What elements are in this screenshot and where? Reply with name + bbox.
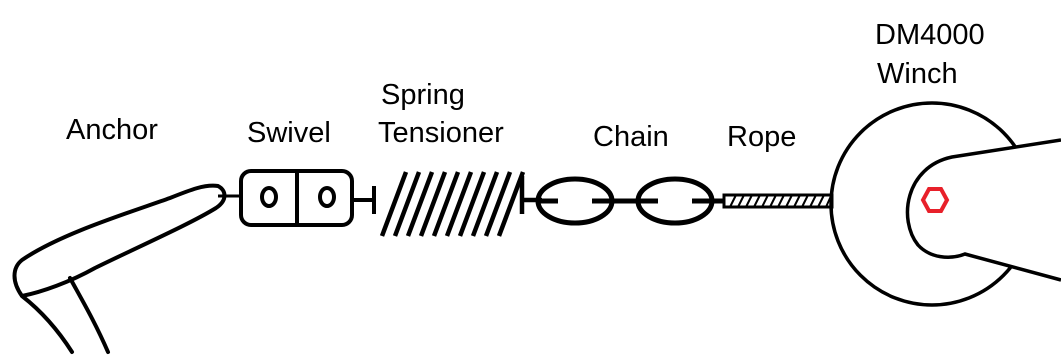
rope-label: Rope [727,121,796,153]
spring-label: Spring [381,79,465,111]
anchor-shape [12,183,227,354]
chain-label: Chain [593,121,669,153]
winch-hub-icon [920,187,950,213]
winch-label: Winch [877,58,958,90]
chain-shape [535,176,725,226]
swivel-label: Swivel [247,117,331,149]
tensioner-label: Tensioner [378,117,504,149]
rope-shape [722,193,834,209]
swivel-shape [239,169,354,227]
spring-tensioner-shape [379,171,542,237]
swivel-connector [352,186,376,214]
winch-shape [829,101,1061,307]
anchor-label: Anchor [66,114,158,146]
winch-model-label: DM4000 [875,19,985,51]
